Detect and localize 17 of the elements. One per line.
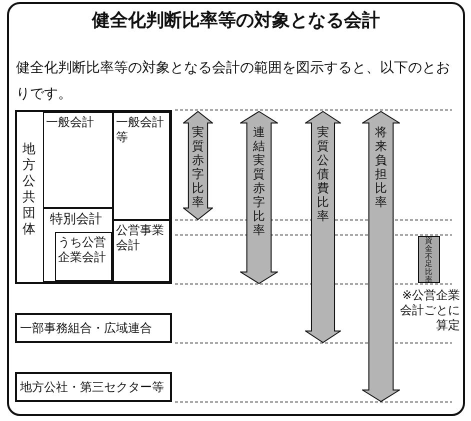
table-cell: 一般会計等	[113, 112, 170, 220]
table-cell	[43, 208, 113, 282]
table-box	[15, 110, 172, 284]
arrow-label: 実質赤字比率	[191, 125, 205, 209]
arrow-label: 連結実質赤字比率	[252, 125, 266, 237]
table-cell: 公営事業会計	[113, 220, 170, 282]
table-cell: 一般会計	[43, 112, 113, 208]
arrow-label: 実質公債費比率	[316, 125, 330, 223]
table-cell: 地方公社・第三セクター等	[15, 372, 172, 402]
arrow-label: 将来負担比率	[374, 125, 388, 209]
cell-label: 特別会計	[50, 212, 102, 228]
note-text: ※公営企業会計ごとに算定	[399, 288, 460, 333]
table-cell: うち公営企業会計	[55, 232, 112, 281]
title: 健全化判断比率等の対象となる会計	[90, 9, 381, 33]
cell-label: 地方公共団体	[22, 142, 36, 238]
table-cell: 一部事務組合・広域連合	[15, 313, 172, 343]
body-text: 健全化判断比率等の対象となる会計の範囲を図示すると、以下のとおりです。	[16, 59, 451, 104]
